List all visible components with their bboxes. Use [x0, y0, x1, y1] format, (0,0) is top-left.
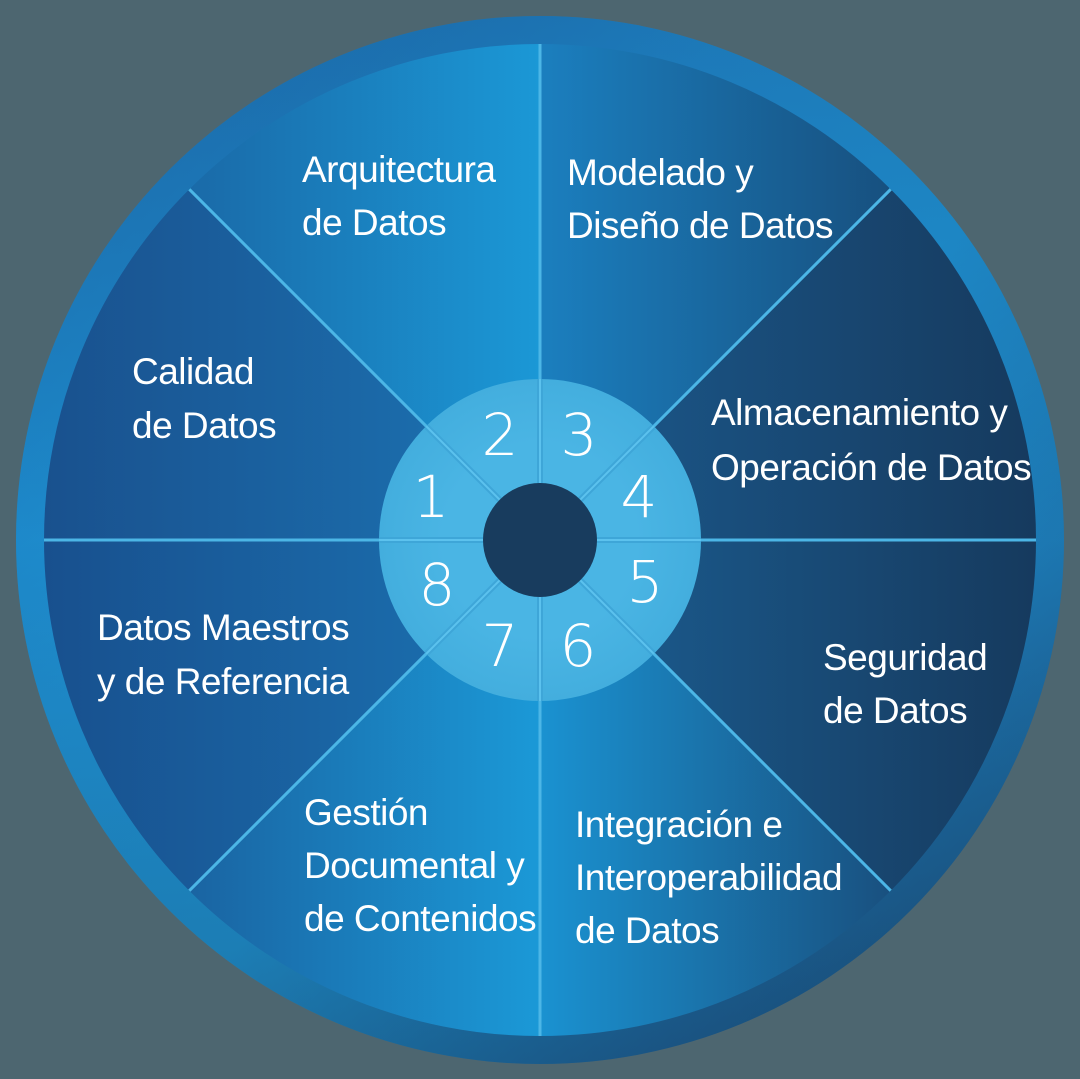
segment-8-label: Datos Maestros y de Referencia [97, 607, 359, 702]
segment-4-number: 4 [621, 463, 658, 531]
segment-2-label: Arquitectura de Datos [302, 149, 505, 243]
segment-8-number: 8 [419, 551, 456, 619]
segment-2-number: 2 [482, 401, 519, 469]
segment-1-number: 1 [413, 463, 450, 531]
segment-6-number: 6 [560, 612, 597, 680]
segment-1-label: Calidad de Datos [132, 351, 276, 446]
center-disc [483, 483, 597, 597]
segment-3-label: Modelado y Diseño de Datos [567, 152, 833, 246]
segment-4-label: Almacenamiento y Operación de Datos [711, 392, 1031, 488]
segment-5-label: Seguridad de Datos [823, 637, 997, 731]
segment-7-label: Gestión Documental y de Contenidos [304, 792, 536, 939]
segment-3-number: 3 [561, 401, 598, 469]
segment-7-number: 7 [482, 612, 519, 680]
segment-6-label: Integración e Interoperabilidad de Datos [575, 804, 852, 951]
segment-5-number: 5 [627, 548, 664, 616]
segment-numbers: 1 2 3 4 5 6 7 8 [413, 401, 664, 680]
segment-labels: Calidad de Datos Arquitectura de Datos M… [97, 149, 1032, 951]
